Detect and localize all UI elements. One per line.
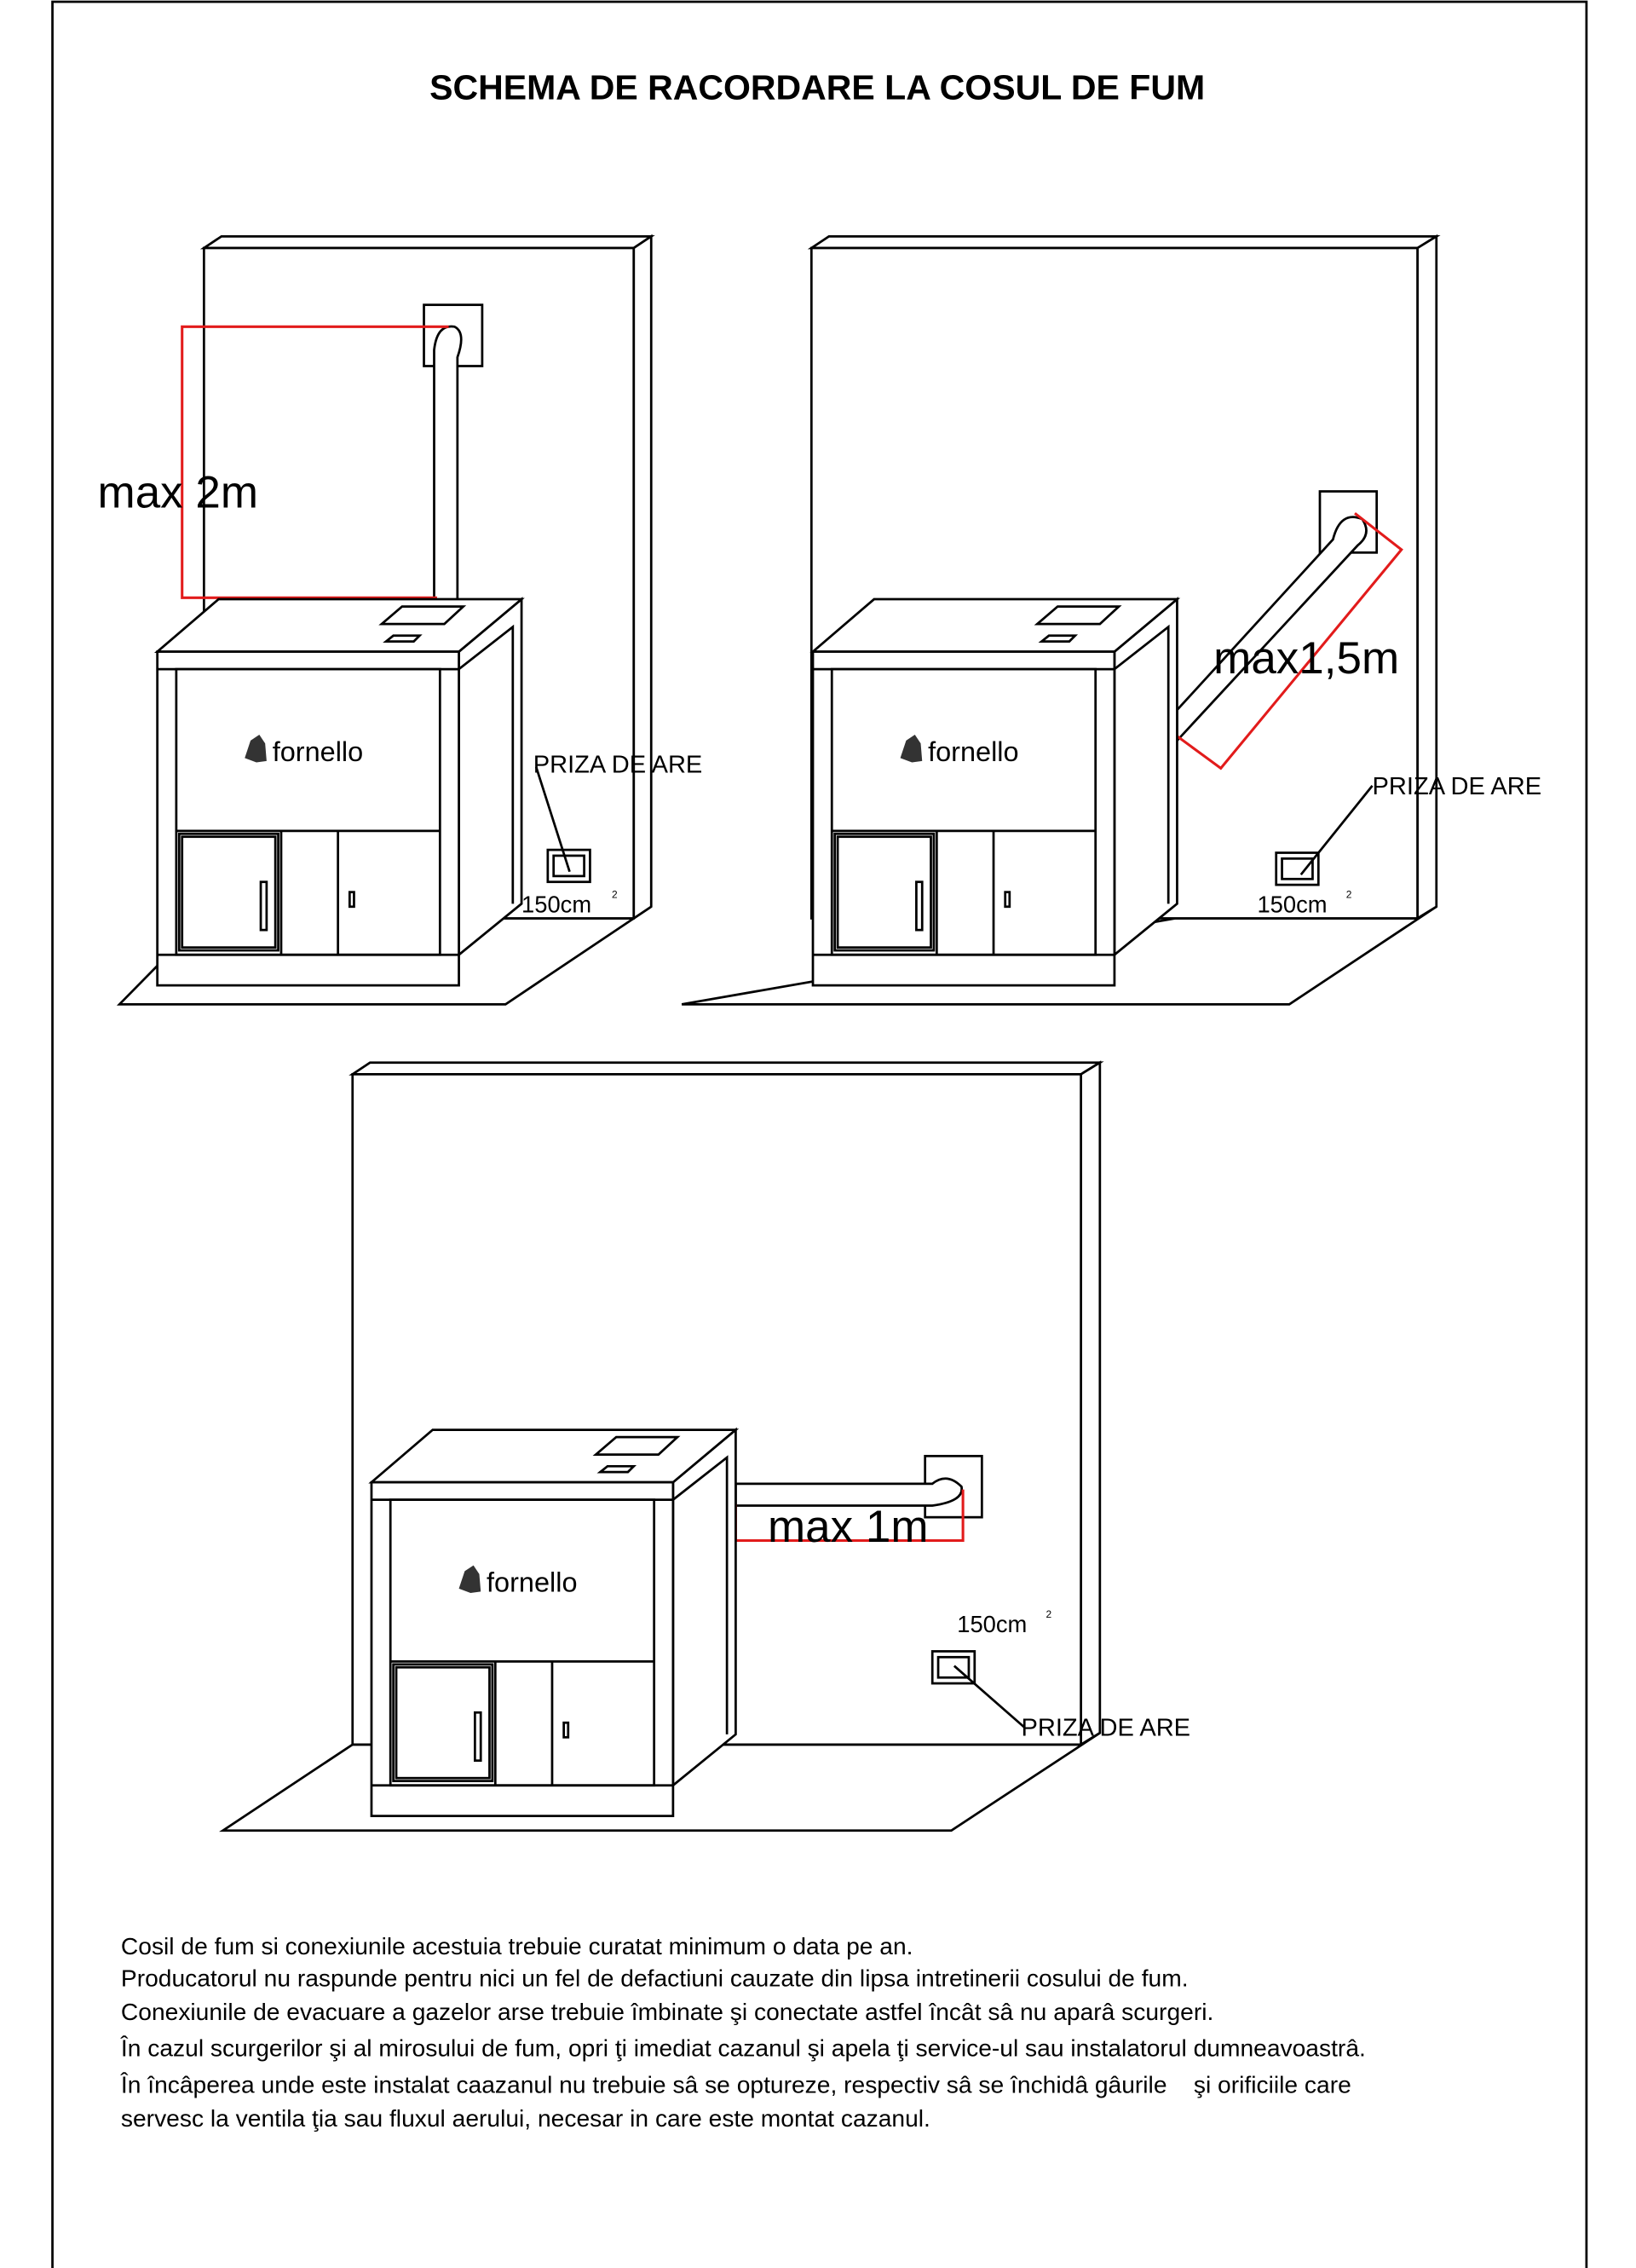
limit-line: [1176, 511, 1403, 770]
wall-side: [1416, 234, 1438, 920]
scene-horizontal-flue: fornello max 1m 150cm 2 PRIZA DE ARE: [219, 1060, 1191, 1832]
air-intake-label: PRIZA DE ARE: [1373, 773, 1542, 800]
page-border: [51, 0, 1588, 2268]
note-line: În cazul scurgerilor şi al mirosului de …: [120, 2034, 1366, 2062]
limit-label: max 2m: [98, 467, 258, 517]
note-line: Cosil de fum si conexiunile acestuia tre…: [121, 1932, 913, 1959]
area-superscript: 2: [1346, 889, 1352, 901]
note-line: Conexiunile de evacuare a gazelor arse t…: [121, 1998, 1213, 2025]
wall-side: [632, 234, 653, 921]
flue-pipe: [433, 325, 463, 600]
area-superscript: 2: [1046, 1608, 1052, 1620]
scene-vertical-flue: max 2m fornello PRIZA DE ARE 150cm 2: [98, 234, 703, 1006]
area-superscript: 2: [612, 889, 618, 901]
boiler: [370, 1428, 737, 1818]
maintenance-notes: Cosil de fum si conexiunile acestuia tre…: [120, 1932, 1366, 2132]
boiler: [156, 597, 523, 987]
note-line: În încâperea unde este instalat caazanul…: [120, 2070, 1351, 2098]
wall-top: [349, 1061, 1104, 1076]
scene-angled-flue: fornello max1,5m PRIZA DE ARE 150cm 2: [681, 234, 1542, 1006]
limit-label: max1,5m: [1213, 633, 1399, 684]
boiler: [811, 597, 1178, 987]
brand-logo: fornello: [273, 736, 363, 767]
limit-label: max 1m: [768, 1502, 928, 1552]
area-label: 150cm: [957, 1611, 1027, 1637]
note-line: servesc la ventila ţia sau fluxul aerulu…: [121, 2104, 930, 2132]
air-intake-label: PRIZA DE ARE: [1022, 1715, 1191, 1742]
air-intake-label: PRIZA DE ARE: [533, 751, 703, 778]
flue-pipe: [734, 1477, 963, 1507]
area-label: 150cm: [1257, 892, 1327, 918]
limit-line: [181, 325, 449, 599]
wall-top: [199, 234, 655, 250]
wall-top: [807, 234, 1441, 250]
brand-logo: fornello: [928, 736, 1019, 767]
wall-side: [1080, 1060, 1102, 1747]
note-line: Producatorul nu raspunde pentru nici un …: [121, 1965, 1189, 1992]
page-title: SCHEMA DE RACORDARE LA COSUL DE FUM: [429, 68, 1205, 107]
area-label: 150cm: [521, 892, 591, 918]
brand-logo: fornello: [487, 1567, 578, 1597]
